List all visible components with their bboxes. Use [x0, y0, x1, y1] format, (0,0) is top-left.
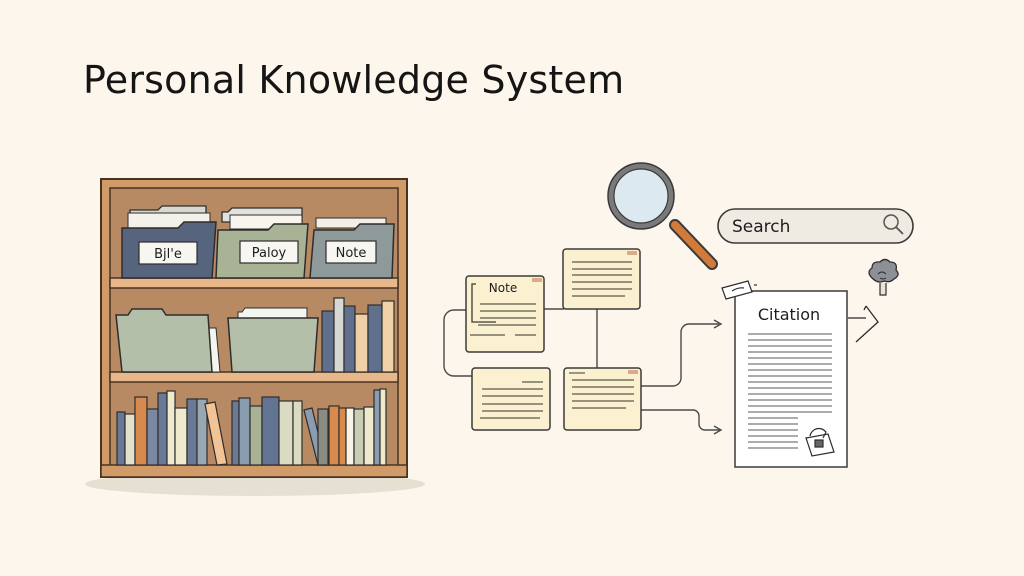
search-bar[interactable]: Search — [717, 208, 914, 244]
folder-bjle[interactable]: Bjl'e — [121, 205, 217, 279]
search-icon[interactable] — [883, 214, 904, 235]
folder-paloy[interactable]: Paloy — [215, 207, 309, 279]
books-bottom — [116, 388, 387, 466]
note-card-top[interactable] — [562, 248, 641, 310]
folder-label: Bjl'e — [154, 247, 182, 262]
folder-label: Paloy — [252, 246, 287, 261]
page-title: Personal Knowledge System — [83, 58, 625, 102]
note-label: Note — [489, 281, 517, 295]
bookshelf: Bjl'e Paloy Note — [85, 178, 425, 496]
citation-label: Citation — [758, 305, 820, 324]
tree-icon — [868, 258, 899, 296]
stamp-icon — [805, 427, 835, 457]
folder-middle-1[interactable] — [115, 308, 221, 373]
citation-document[interactable]: Citation — [734, 290, 848, 468]
note-card-bottom-right[interactable] — [563, 367, 642, 431]
books-middle — [321, 297, 395, 373]
arrow-icon — [855, 305, 879, 343]
search-input[interactable]: Search — [732, 217, 790, 237]
note-connectors — [443, 308, 866, 435]
magnifying-glass-icon — [607, 162, 718, 270]
note-card-main[interactable]: Note — [465, 275, 545, 353]
folder-middle-2[interactable] — [227, 307, 319, 373]
folder-label: Note — [336, 246, 367, 261]
tag-icon — [721, 280, 757, 300]
folder-note[interactable]: Note — [309, 217, 395, 279]
note-card-bottom-left[interactable] — [471, 367, 551, 431]
